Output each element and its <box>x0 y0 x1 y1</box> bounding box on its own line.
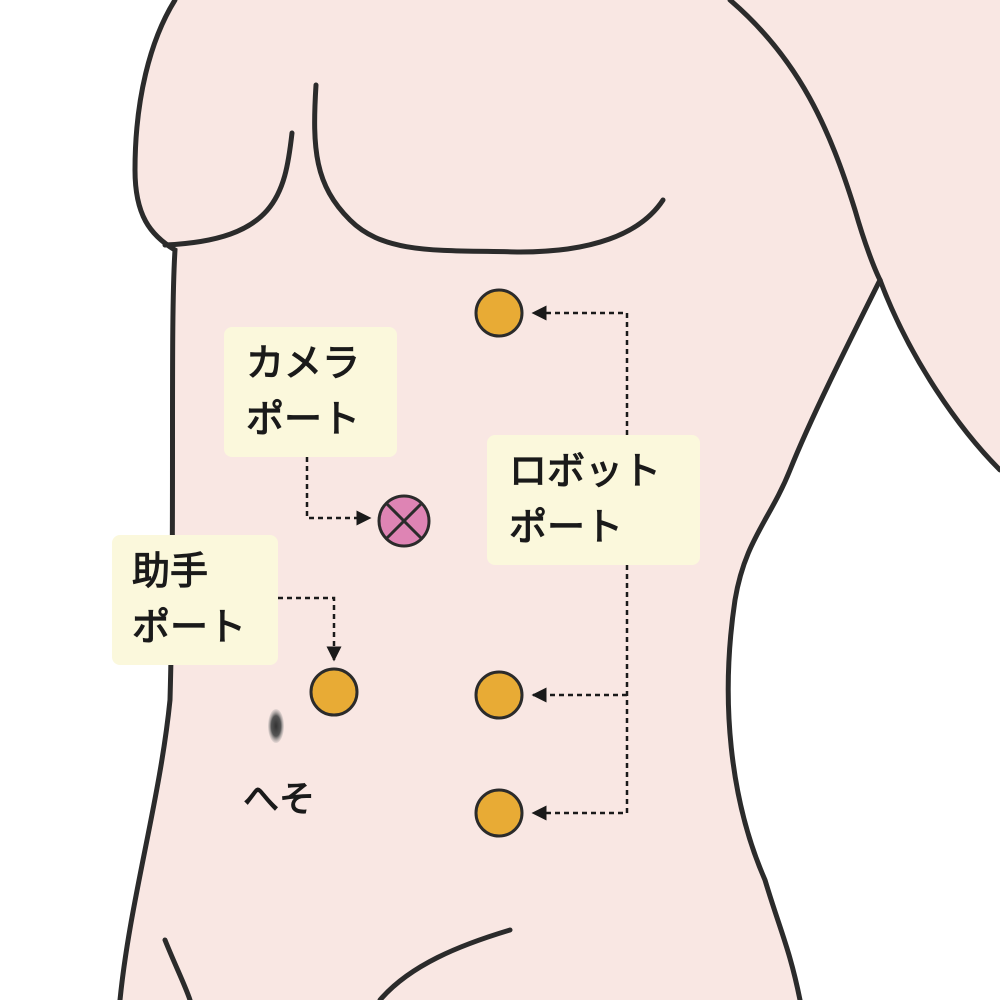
arm-outline <box>877 277 1000 473</box>
torso-right-outline <box>725 0 883 1000</box>
camera-arrow <box>305 457 372 526</box>
robot-port-2 <box>474 670 524 720</box>
assist-label-line2: ポート <box>132 605 247 649</box>
groin-line <box>377 927 513 1000</box>
left-leg-line <box>162 937 193 1000</box>
robot-label-line1: ロボット <box>509 449 662 493</box>
left-chest-line <box>162 130 295 248</box>
camera-port-label: カメラ ポート <box>224 327 397 457</box>
navel-mark-icon <box>268 709 284 743</box>
assist-port <box>309 667 359 717</box>
camera-label-line1: カメラ <box>246 341 361 385</box>
robot-port-label: ロボット ポート <box>487 435 700 565</box>
assist-arrow <box>278 596 342 662</box>
torso-left-outline <box>117 0 178 1000</box>
robot-label-line2: ポート <box>509 505 624 549</box>
camera-port-icon <box>377 494 431 548</box>
robot-port-arrows <box>531 305 629 821</box>
robot-port-1 <box>474 288 524 338</box>
navel-label: へそ <box>243 779 316 820</box>
assist-port-label: 助手 ポート <box>112 535 278 665</box>
assist-label-line1: 助手 <box>132 549 209 593</box>
camera-label-line2: ポート <box>246 397 361 441</box>
robot-port-3 <box>474 788 524 838</box>
right-chest-line <box>312 82 666 255</box>
